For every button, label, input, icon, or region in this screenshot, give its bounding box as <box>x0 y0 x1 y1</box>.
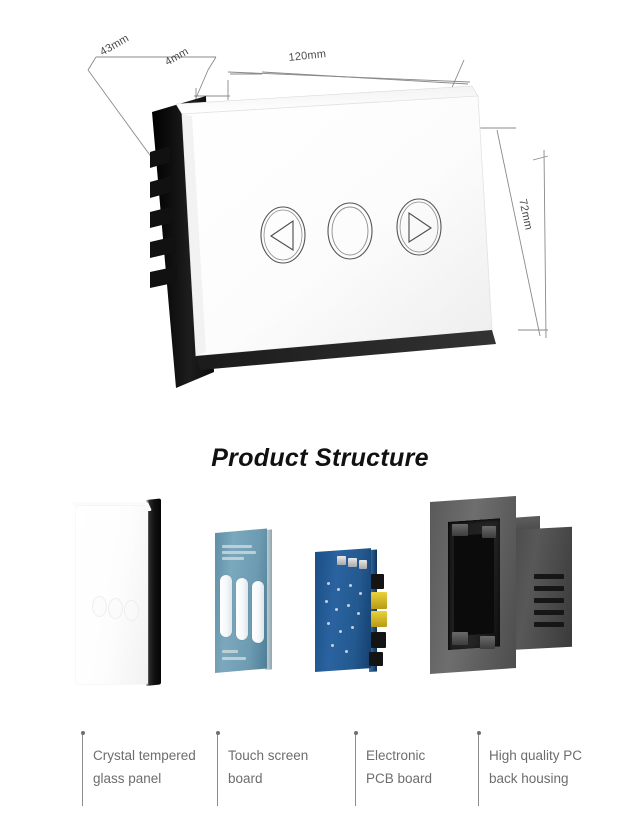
part-captions: Crystal tempered glass panel Touch scree… <box>0 726 640 821</box>
caption-dot <box>476 731 481 735</box>
touch-board-component <box>222 551 256 554</box>
dimension-diagram: 43mm 4mm 120mm 72mm <box>87 32 549 388</box>
housing-mount-tab <box>480 636 495 649</box>
housing-vent-slot <box>534 610 564 615</box>
housing-vent-slot <box>534 598 564 603</box>
dimension-drawing-svg <box>87 56 549 388</box>
caption-dot <box>80 731 85 735</box>
pcb-terminal-block <box>371 592 387 609</box>
caption-rule <box>82 734 83 806</box>
caption-back-housing-text: High quality PC back housing <box>489 748 583 786</box>
pcb-solder-point <box>357 612 360 615</box>
caption-pcb-board-text: Electronic PCB board <box>366 748 433 786</box>
switch-glass-panel <box>175 85 496 370</box>
caption-rule <box>217 734 218 806</box>
caption-dot <box>215 731 220 735</box>
pcb-solder-point <box>347 604 350 607</box>
pcb-solder-point <box>349 584 352 587</box>
glass-button-hint-left <box>92 596 107 617</box>
part-pcb-board <box>313 548 408 680</box>
glass-panel-face <box>76 506 148 684</box>
touch-board-component <box>222 545 252 548</box>
caption-pcb-board: Electronic PCB board <box>353 726 476 806</box>
housing-cavity-inner <box>454 533 494 636</box>
pcb-solder-point <box>351 626 354 629</box>
touch-sensor-pad <box>220 575 232 637</box>
glass-button-hint-center <box>108 598 123 619</box>
product-structure-parts <box>0 488 640 713</box>
part-touch-board <box>209 528 289 678</box>
pcb-solder-point <box>327 582 330 585</box>
housing-vent-slot <box>534 586 564 591</box>
pcb-solder-point <box>339 630 342 633</box>
pcb-solder-point <box>327 622 330 625</box>
button-left-decrease <box>260 206 306 264</box>
pcb-solder-point <box>331 644 334 647</box>
part-back-housing <box>430 495 590 682</box>
pcb-component-silver <box>359 560 367 569</box>
housing-mount-tab <box>452 524 468 536</box>
product-structure-heading: Product Structure <box>211 444 429 472</box>
housing-vent-slot <box>534 574 564 579</box>
pcb-solder-point <box>359 592 362 595</box>
touch-board-component <box>222 657 246 660</box>
pcb-terminal-block <box>371 611 387 627</box>
caption-back-housing: High quality PC back housing <box>476 726 619 806</box>
caption-glass-panel-text: Crystal tempered glass panel <box>93 748 196 786</box>
pcb-component-silver <box>337 556 346 565</box>
touch-board-component <box>222 650 238 653</box>
pcb-solder-point <box>345 650 348 653</box>
housing-mount-tab <box>452 632 468 645</box>
pcb-solder-point <box>335 608 338 611</box>
pcb-component-black <box>369 652 383 666</box>
glass-button-hint-right <box>124 600 139 621</box>
touch-sensor-pad <box>252 581 264 643</box>
caption-glass-panel: Crystal tempered glass panel <box>80 726 221 806</box>
caption-touch-board-text: Touch screen board <box>228 748 309 786</box>
housing-mount-tab <box>482 526 496 538</box>
button-right-increase <box>396 198 442 256</box>
pcb-component-black <box>371 574 384 589</box>
touch-board-component <box>222 557 244 560</box>
panel-buttons <box>260 198 442 264</box>
part-glass-panel <box>71 496 190 688</box>
caption-dot <box>353 731 358 735</box>
pcb-component-silver <box>348 558 357 567</box>
caption-touch-board: Touch screen board <box>215 726 348 806</box>
touch-sensor-pad <box>236 578 248 640</box>
pcb-solder-point <box>325 600 328 603</box>
housing-vent-slot <box>534 622 564 627</box>
pcb-solder-point <box>337 588 340 591</box>
glass-panel-side-edge <box>146 498 161 686</box>
button-center-stop <box>327 202 373 260</box>
pcb-component-black <box>371 632 386 648</box>
caption-rule <box>355 734 356 806</box>
caption-rule <box>478 734 479 806</box>
